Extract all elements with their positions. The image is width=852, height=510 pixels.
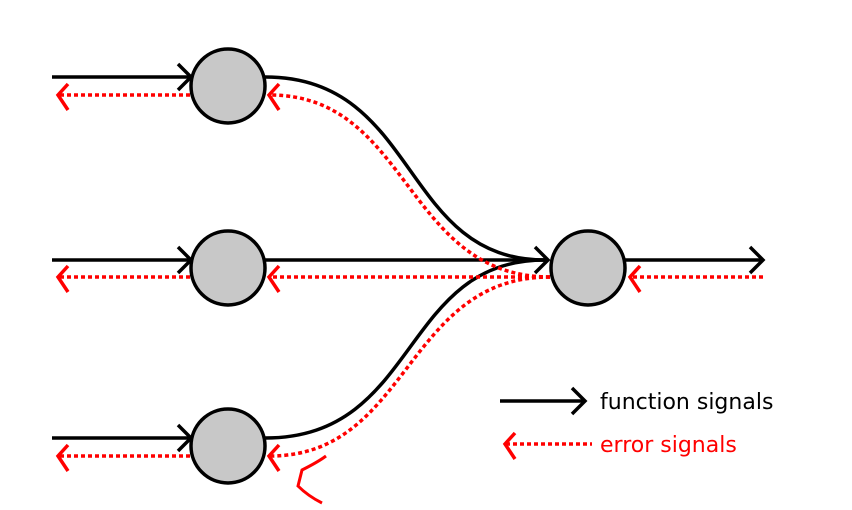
legend-error-swatch (502, 431, 592, 460)
error-input-bottom (55, 443, 190, 472)
function-link-bottom (264, 258, 546, 440)
legend-function-swatch (500, 386, 588, 416)
function-link-middle (265, 245, 551, 275)
error-link-middle (266, 264, 550, 293)
node-input-bottom (189, 407, 267, 485)
node-input-middle (189, 229, 267, 307)
function-input-middle (52, 245, 194, 275)
error-output (627, 264, 763, 293)
function-link-top (264, 75, 546, 262)
error-link-bottom (266, 275, 551, 472)
function-input-top (52, 62, 194, 92)
error-input-top (55, 82, 190, 111)
function-input-bottom (52, 423, 194, 453)
red-hand-mark (296, 454, 327, 505)
error-link-top (266, 82, 551, 279)
function-output (625, 245, 766, 275)
error-input-middle (55, 264, 190, 293)
legend: function signals error signals (500, 386, 773, 460)
node-output (549, 229, 627, 307)
legend-function-label: function signals (600, 390, 773, 415)
node-input-top (189, 47, 267, 125)
legend-error-label: error signals (600, 433, 737, 458)
